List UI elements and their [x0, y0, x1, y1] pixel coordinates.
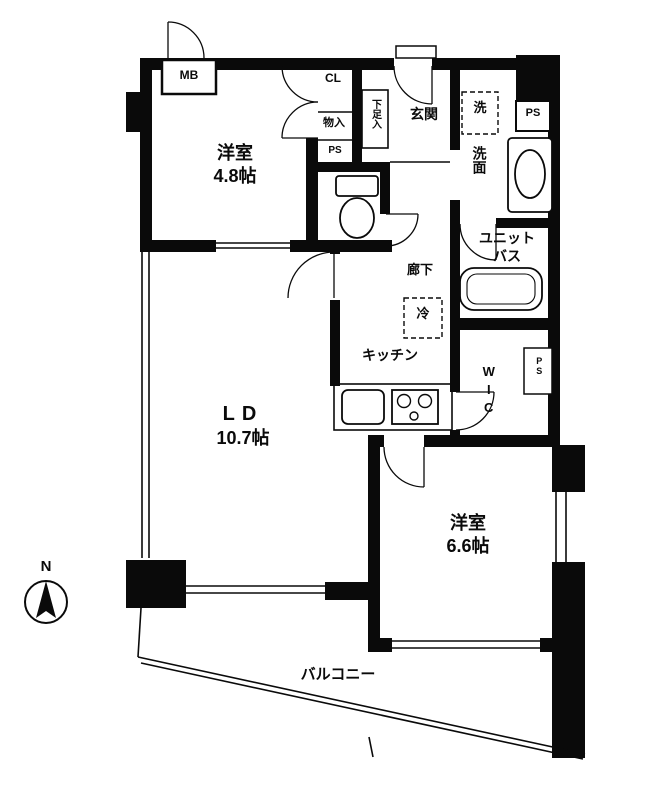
pipe-space-1-label: PS — [328, 145, 342, 156]
kitchen-sink-icon — [341, 389, 385, 425]
closet-label: CL — [325, 71, 341, 85]
monoire-label: 物入 — [323, 117, 345, 129]
door-swings — [167, 21, 497, 488]
pipe-space-box-mid — [523, 347, 553, 395]
kitchen-counter — [333, 383, 453, 431]
bedroom1-size: 4.8帖 — [213, 165, 257, 186]
bedroom2-size: 6.6帖 — [446, 535, 490, 556]
balcony-outline — [137, 607, 586, 760]
bedroom2-name: 洋室 — [450, 513, 486, 533]
window-bedroom2-south — [392, 640, 540, 649]
toilet-icon — [335, 175, 379, 239]
toilet-door — [385, 213, 419, 247]
balcony-label: バルコニー — [300, 666, 376, 683]
thin-lines — [137, 89, 586, 760]
fridge-label: 冷 — [416, 306, 430, 321]
stove-icon — [391, 389, 439, 425]
pipe-space-box-top — [515, 100, 551, 132]
washroom-label: 洗面 — [471, 146, 488, 174]
entrance-door — [393, 65, 433, 105]
bedroom1-label: 洋室 4.8帖 — [170, 142, 300, 187]
fixtures — [335, 137, 553, 425]
window-ld-south — [186, 585, 325, 594]
hallway-label: 廊下 — [406, 262, 433, 277]
window-bedroom2-east — [555, 492, 567, 562]
living-door — [287, 251, 335, 299]
living-size: 10.7帖 — [216, 428, 270, 448]
kitchen-label: キッチン — [362, 347, 418, 363]
meter-box-door — [167, 21, 205, 59]
meter-box — [160, 58, 218, 96]
unit-bath-label: ユニット バス — [479, 230, 535, 264]
bath-door — [459, 223, 497, 261]
fridge-box — [403, 297, 443, 339]
dashed-boxes — [403, 91, 499, 339]
window-left — [141, 252, 150, 558]
wall-boxes — [160, 45, 553, 395]
entrance-label: 玄関 — [410, 106, 438, 122]
living-name: LD — [222, 403, 264, 425]
closet-doors — [281, 65, 319, 139]
wic-door — [455, 391, 495, 431]
bedroom2-door — [383, 446, 425, 488]
living-label: LD 10.7帖 — [163, 402, 323, 450]
washer-box — [461, 91, 499, 135]
entrance-door-frame — [395, 45, 437, 59]
walls — [126, 55, 585, 758]
bedroom1-name: 洋室 — [217, 143, 253, 163]
meter-box-label: MB — [179, 68, 199, 82]
north-label: N — [40, 558, 52, 575]
shoe-box-label: 下足入 — [369, 99, 381, 129]
shoe-box-outline — [361, 89, 389, 149]
washer-label: 洗 — [473, 100, 487, 115]
compass-icon — [24, 580, 68, 624]
bedroom2-label: 洋室 6.6帖 — [398, 512, 538, 557]
pipe-space-2-label: PS — [525, 107, 541, 119]
washbasin-icon — [507, 137, 553, 213]
wic-label: WIC — [481, 364, 497, 418]
pipe-space-3-label: PS — [534, 356, 545, 376]
bathtub-icon — [459, 267, 543, 311]
